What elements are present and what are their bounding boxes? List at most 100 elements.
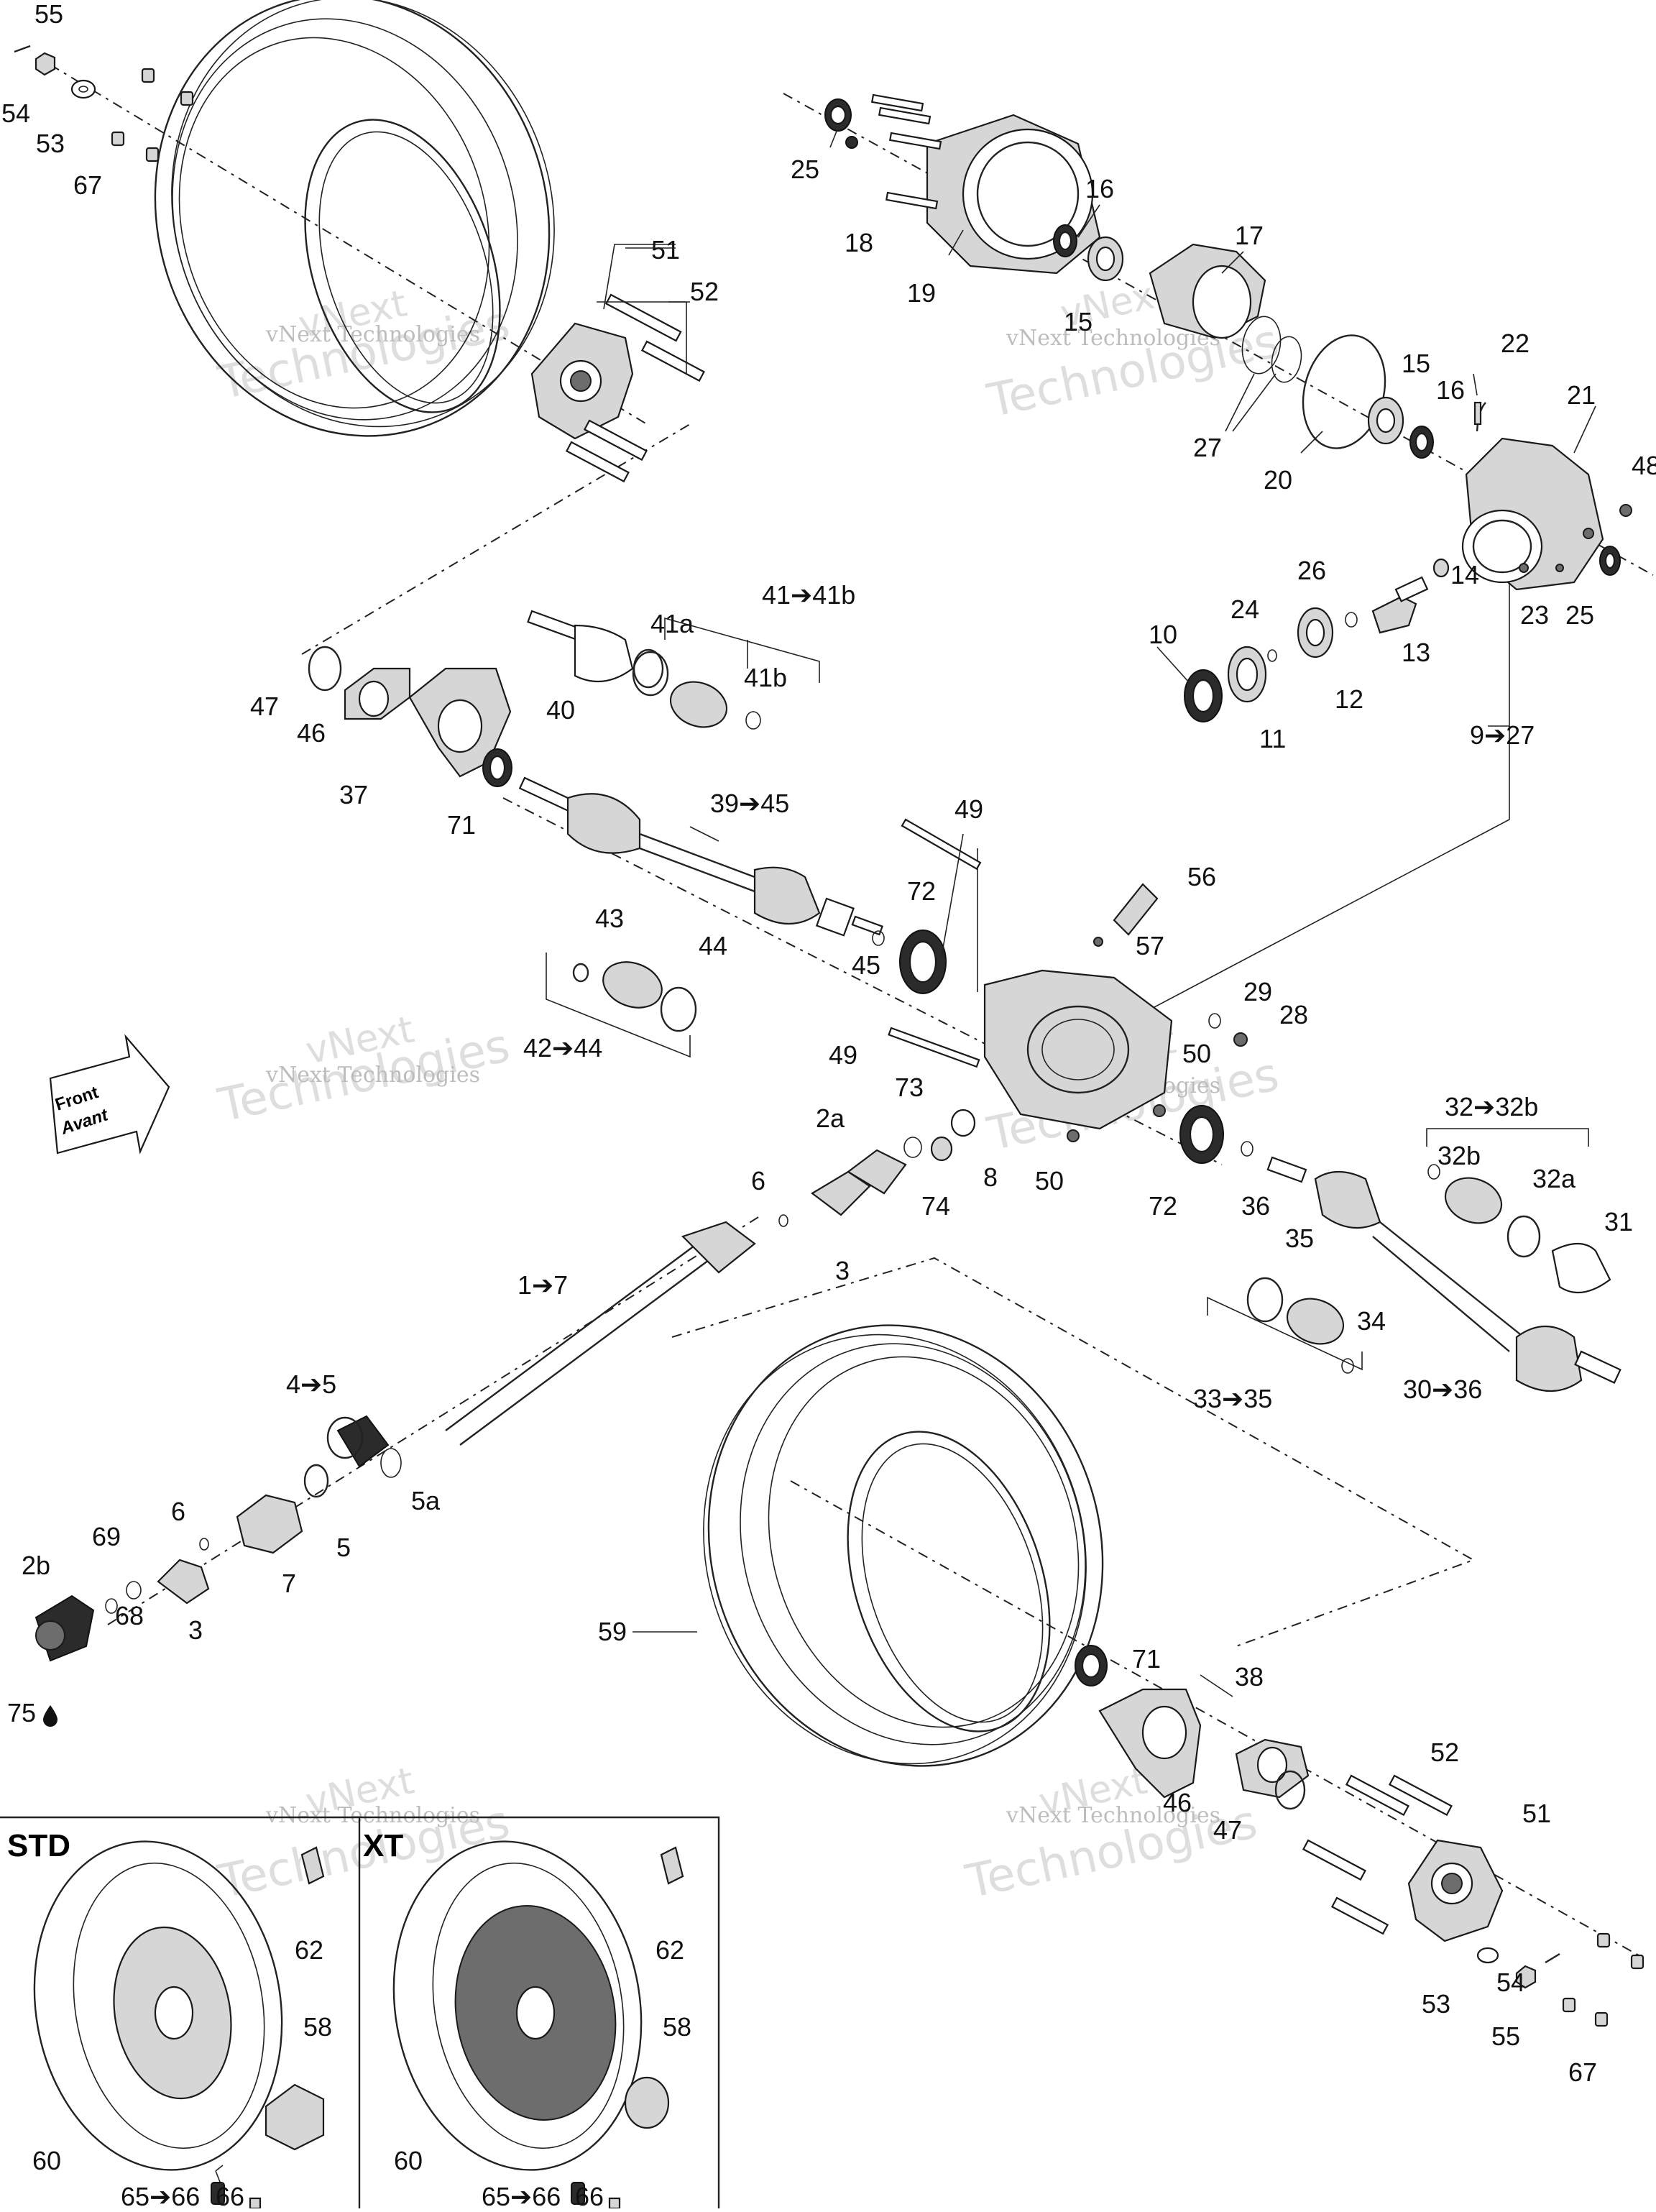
callout-c48: 48 <box>1632 451 1656 480</box>
svg-text:vNext Technologies: vNext Technologies <box>1006 1803 1220 1828</box>
callout-c62a: 62 <box>295 1935 323 1965</box>
callout-c5a: 5a <box>411 1486 441 1515</box>
callout-c44: 44 <box>699 931 727 960</box>
callout-c50b: 50 <box>1035 1166 1064 1196</box>
callout-c18: 18 <box>845 228 873 257</box>
callout-c41: 41➔41b <box>762 580 855 610</box>
callout-c8: 8 <box>983 1162 998 1192</box>
callout-c25b: 25 <box>1565 600 1594 630</box>
callout-c43: 43 <box>595 904 624 933</box>
callout-c66a: 66 <box>216 2182 244 2208</box>
callout-c72a: 72 <box>907 876 936 906</box>
callout-c47a: 47 <box>250 692 279 721</box>
svg-text:vNext Technologies: vNext Technologies <box>265 322 480 347</box>
callout-c29: 29 <box>1243 977 1272 1006</box>
callout-c10: 10 <box>1149 620 1177 649</box>
callout-c37: 37 <box>339 780 368 809</box>
callout-c33: 33➔35 <box>1193 1384 1272 1413</box>
watermark: Technologies vNext vNext Technologies <box>213 1008 515 1132</box>
callout-c6b: 6 <box>171 1497 185 1526</box>
callout-c58b: 58 <box>663 2012 691 2042</box>
callout-c5: 5 <box>336 1533 351 1562</box>
callout-c9: 9➔27 <box>1470 720 1535 750</box>
callout-c51b: 51 <box>1522 1799 1551 1828</box>
callout-c39: 39➔45 <box>710 789 789 818</box>
callout-c55b: 55 <box>1491 2021 1520 2051</box>
callout-c17b: 1➔7 <box>518 1270 568 1300</box>
callout-c3b: 3 <box>188 1615 203 1645</box>
wheel-nuts-top-left <box>14 45 194 162</box>
callout-c45b: 4➔5 <box>286 1369 336 1399</box>
callout-c32: 32➔32b <box>1445 1092 1538 1121</box>
xt-label: XT <box>363 1828 403 1863</box>
callout-c32a: 32a <box>1532 1164 1576 1193</box>
callout-c16a: 16 <box>1085 174 1114 203</box>
callout-c17: 17 <box>1235 221 1264 250</box>
callout-c67b: 67 <box>1568 2057 1597 2087</box>
oil-drop-icon <box>43 1705 58 1727</box>
callout-c71b: 71 <box>1132 1644 1161 1674</box>
callout-c69: 69 <box>92 1522 121 1551</box>
callout-c49b: 49 <box>829 1040 857 1070</box>
callout-c2b: 2b <box>22 1551 50 1580</box>
wheel-options-inset: STD XT <box>0 1816 720 2210</box>
callout-c7: 7 <box>282 1569 296 1598</box>
callout-c51a: 51 <box>651 235 680 265</box>
callout-c59: 59 <box>598 1617 627 1646</box>
callout-c32b: 32b <box>1438 1141 1481 1170</box>
callout-c49a: 49 <box>954 794 983 824</box>
differential-cover-21 <box>1461 401 1632 591</box>
callout-c15a: 15 <box>1064 307 1092 336</box>
callout-c73: 73 <box>895 1073 924 1102</box>
knuckle-right <box>1075 1645 1310 1810</box>
callout-c66b: 66 <box>575 2182 604 2208</box>
callout-c23: 23 <box>1520 600 1549 630</box>
callout-c34: 34 <box>1357 1306 1386 1336</box>
callout-c54b: 54 <box>1496 1968 1525 1997</box>
callout-c15b: 15 <box>1402 349 1430 378</box>
callout-c20: 20 <box>1264 465 1292 495</box>
callout-c31: 31 <box>1604 1207 1633 1236</box>
callout-c71a: 71 <box>447 810 476 840</box>
knuckle-left <box>308 646 512 787</box>
watermark: Technologies vNext vNext Technologies <box>213 282 515 410</box>
callout-c28: 28 <box>1279 1000 1308 1029</box>
callout-c47b: 47 <box>1213 1815 1242 1845</box>
callout-c12: 12 <box>1335 684 1363 714</box>
wheel-hub-lower <box>1302 1774 1644 2027</box>
callout-c62b: 62 <box>656 1935 684 1965</box>
callout-c35: 35 <box>1285 1224 1314 1253</box>
wheel-hub-upper <box>530 244 705 483</box>
callout-c25a: 25 <box>791 155 819 184</box>
callout-c50a: 50 <box>1182 1039 1211 1068</box>
callout-c57: 57 <box>1136 931 1164 960</box>
callout-c30: 30➔36 <box>1403 1375 1482 1404</box>
callout-c46a: 46 <box>297 718 326 748</box>
callout-c24: 24 <box>1230 595 1259 624</box>
front-direction-arrow-icon: Front Avant <box>49 1034 170 1155</box>
tire-front-right <box>703 1324 1104 1767</box>
callout-c16b: 16 <box>1436 375 1465 405</box>
callout-c21: 21 <box>1567 380 1596 410</box>
boot-kit-inner <box>546 953 697 1058</box>
callout-c40: 40 <box>546 695 575 725</box>
callout-c6a: 6 <box>751 1166 765 1196</box>
callout-c13: 13 <box>1402 638 1430 667</box>
callout-c14: 14 <box>1450 560 1479 589</box>
callout-c65b: 65➔66 <box>482 2182 561 2208</box>
callout-c41b: 41b <box>744 663 787 692</box>
drive-shaft-right <box>1207 1128 1622 1392</box>
callout-c60b: 60 <box>394 2146 423 2175</box>
callout-c56: 56 <box>1187 862 1216 891</box>
callout-c75: 75 <box>7 1698 36 1727</box>
callout-c74: 74 <box>921 1191 950 1221</box>
front-differential <box>872 818 1248 1164</box>
differential-internals <box>1053 224 1434 459</box>
callout-c65a: 65➔66 <box>121 2182 200 2208</box>
callout-c41a: 41a <box>650 609 694 638</box>
svg-text:vNext Technologies: vNext Technologies <box>265 1063 480 1088</box>
callout-c67a: 67 <box>73 170 102 200</box>
callout-c54a: 54 <box>1 98 30 128</box>
callout-c60a: 60 <box>32 2146 61 2175</box>
